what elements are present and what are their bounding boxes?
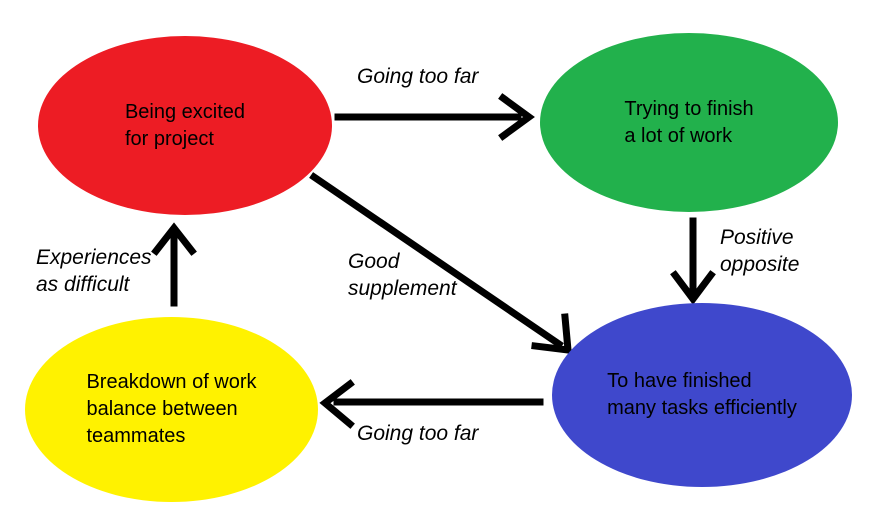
edge-label-going-too-far-top: Going too far	[357, 65, 479, 88]
edge-label-going-too-far-bottom: Going too far	[357, 422, 479, 445]
node-to-have-finished: To have finished many tasks efficiently	[552, 303, 852, 487]
node-breakdown-of-work: Breakdown of work balance between teamma…	[25, 317, 318, 502]
node-trying-to-finish-label: Trying to finish a lot of work	[624, 97, 754, 147]
arrow-green-to-blue	[670, 217, 716, 305]
edge-label-good-supplement: Good supplement	[348, 250, 457, 301]
node-to-have-finished-label: To have finished many tasks efficiently	[607, 370, 797, 419]
edge-label-experiences-as-difficult: Experiences as difficult	[36, 246, 152, 297]
node-being-excited-label: Being excited for project	[124, 100, 246, 150]
node-trying-to-finish: Trying to finish a lot of work	[540, 33, 838, 212]
arrow-yellow-to-red	[151, 222, 197, 307]
node-breakdown-of-work-label: Breakdown of work balance between teamma…	[86, 371, 257, 447]
arrow-red-to-green	[334, 93, 535, 141]
node-being-excited: Being excited for project	[38, 36, 332, 215]
arrow-blue-to-yellow	[319, 379, 544, 429]
edge-label-positive-opposite: Positive opposite	[720, 226, 800, 277]
